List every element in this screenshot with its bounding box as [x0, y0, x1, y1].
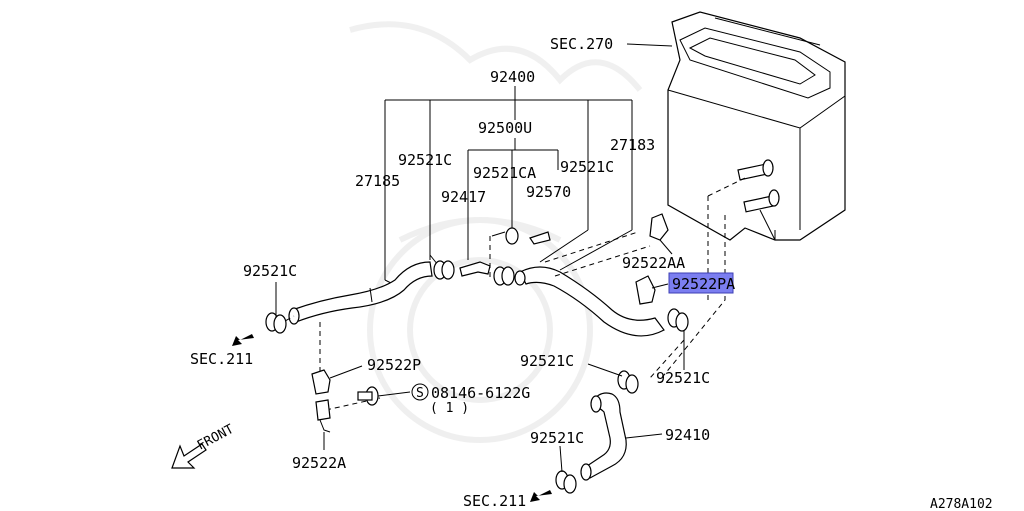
label-sec211-left[interactable]: SEC.211 — [190, 350, 253, 368]
s-symbol: S — [416, 386, 424, 401]
label-92521c-mid[interactable]: 92521C — [520, 352, 574, 370]
label-92522pa[interactable]: 92522PA — [672, 275, 735, 293]
hose-27183 — [514, 266, 665, 337]
label-92521c-a[interactable]: 92521C — [398, 151, 452, 169]
bolt-08146 — [357, 386, 411, 406]
arrow-sec211-left — [232, 334, 254, 346]
callout-tree — [384, 86, 633, 286]
label-92570[interactable]: 92570 — [526, 183, 571, 201]
clamp-ca-top — [489, 227, 519, 280]
bracket-92522p — [311, 365, 363, 395]
label-92410[interactable]: 92410 — [665, 426, 710, 444]
label-92522aa[interactable]: 92522AA — [622, 254, 685, 272]
hose-92410 — [580, 392, 627, 481]
part-92570 — [529, 231, 551, 245]
bracket-92522a — [315, 399, 331, 450]
label-92500u[interactable]: 92500U — [478, 119, 532, 137]
label-92522p[interactable]: 92522P — [367, 356, 421, 374]
diagram-code: A278A102 — [930, 497, 993, 511]
s-symbol-circle — [411, 383, 429, 401]
label-front: FRONT — [195, 422, 237, 454]
label-08146[interactable]: 08146-6122G — [431, 384, 530, 402]
label-92521c-right[interactable]: 92521C — [656, 369, 710, 387]
label-27185[interactable]: 27185 — [355, 172, 400, 190]
heater-unit — [667, 11, 846, 241]
clamp-left — [265, 312, 287, 334]
label-92400[interactable]: 92400 — [490, 68, 535, 86]
clamp-ca — [493, 266, 515, 286]
clamp-right-pair — [667, 308, 689, 332]
clip-92522pa — [635, 275, 669, 305]
arrow-sec211-bottom — [530, 490, 552, 502]
clamp-bottom — [555, 470, 577, 494]
bracket-92522aa — [649, 213, 673, 255]
label-92521c-b[interactable]: 92521C — [560, 158, 614, 176]
label-92521c-left[interactable]: 92521C — [243, 262, 297, 280]
label-qty: ( 1 ) — [430, 401, 469, 416]
watermark — [349, 21, 643, 443]
label-27183[interactable]: 27183 — [610, 136, 655, 154]
front-arrow — [171, 443, 207, 469]
label-92521c-bottom[interactable]: 92521C — [530, 429, 584, 447]
label-92522a[interactable]: 92522A — [292, 454, 346, 472]
label-sec270[interactable]: SEC.270 — [550, 35, 613, 53]
label-92521ca[interactable]: 92521CA — [473, 164, 536, 182]
pipe-92417 — [459, 261, 491, 277]
clamp-a — [433, 260, 455, 280]
label-92417[interactable]: 92417 — [441, 188, 486, 206]
clamp-mid — [617, 370, 639, 394]
highlight-92522pa[interactable] — [668, 272, 734, 294]
label-sec211-bottom[interactable]: SEC.211 — [463, 492, 526, 510]
